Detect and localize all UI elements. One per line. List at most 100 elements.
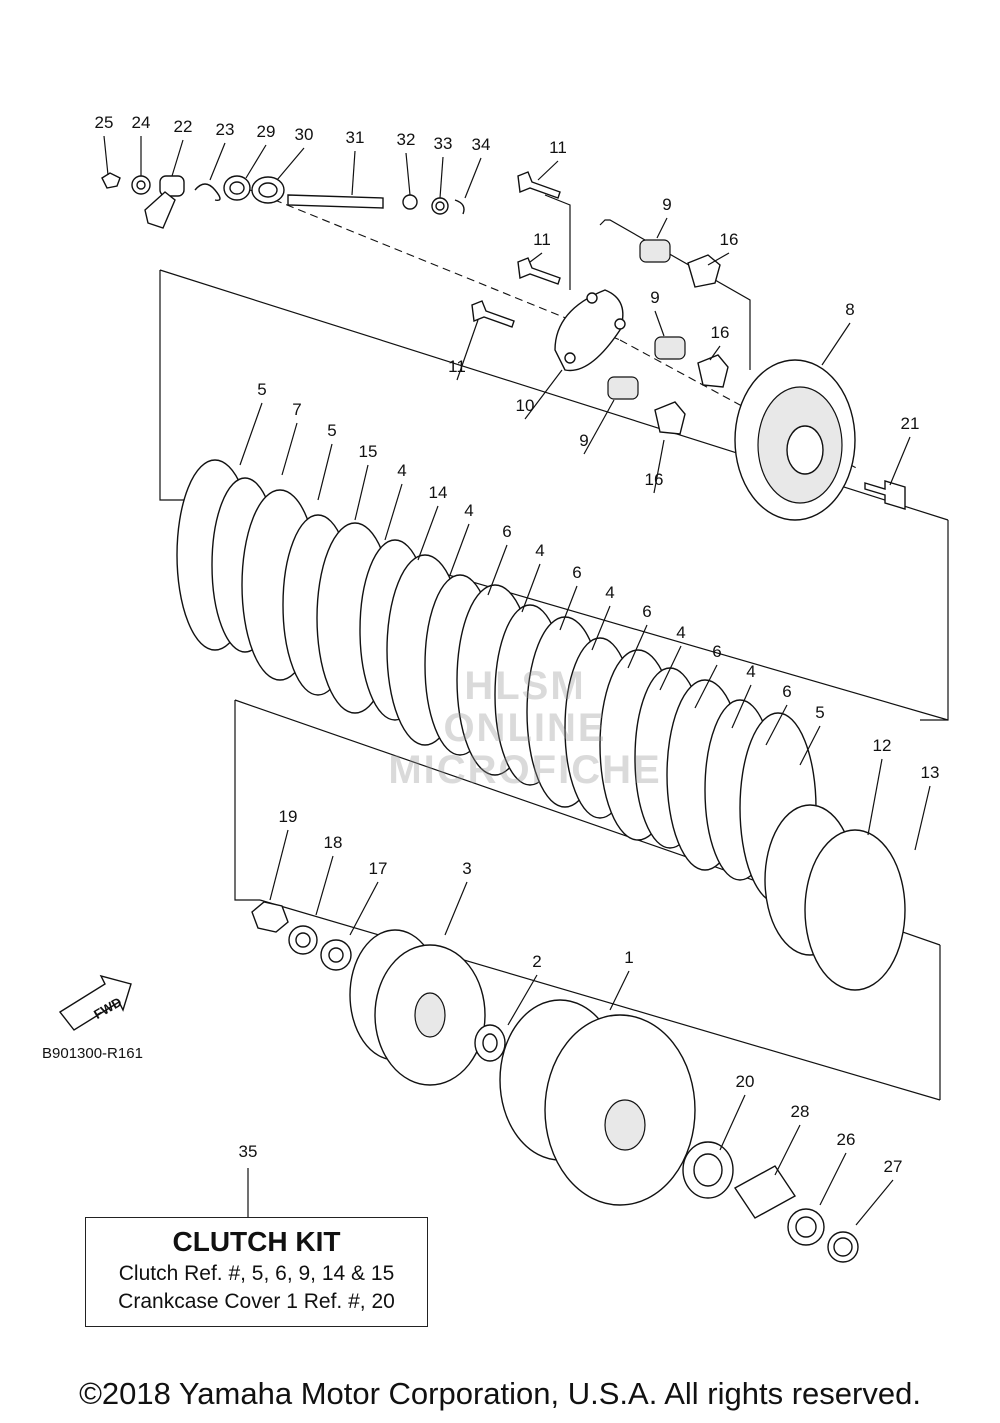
callout-leader-line xyxy=(889,436,911,486)
callout-16c: 16 xyxy=(645,439,665,494)
callout-9c: 9 xyxy=(579,399,615,455)
callout-number: 9 xyxy=(579,431,588,450)
callout-number: 6 xyxy=(572,563,581,582)
callout-number: 26 xyxy=(837,1130,856,1149)
callout-leader-line xyxy=(276,147,305,181)
callout-4c: 4 xyxy=(521,541,545,613)
callout-leader-line xyxy=(653,439,665,494)
callout-number: 7 xyxy=(292,400,301,419)
callout-5c: 5 xyxy=(799,703,825,766)
callout-number: 16 xyxy=(720,230,739,249)
callout-1: 1 xyxy=(609,948,634,1011)
callout-leader-line xyxy=(245,144,267,179)
callout-6c: 6 xyxy=(627,602,652,669)
callout-leader-line xyxy=(449,523,470,576)
callout-leader-line xyxy=(464,157,482,199)
callout-4b: 4 xyxy=(449,501,474,576)
callout-leader-line xyxy=(855,1179,894,1226)
callout-leader-line xyxy=(417,505,439,561)
callout-leader-line xyxy=(656,217,668,239)
callout-leader-line xyxy=(694,664,718,709)
callout-number: 9 xyxy=(662,195,671,214)
callout-number: 29 xyxy=(257,122,276,141)
callout-number: 16 xyxy=(711,323,730,342)
callout-number: 11 xyxy=(549,138,567,157)
callout-35: 35 xyxy=(239,1142,258,1161)
bolts xyxy=(471,171,561,328)
pressure-plate xyxy=(734,359,856,521)
watermark-line: HLSM xyxy=(464,664,586,708)
callout-leader-line xyxy=(719,1094,746,1151)
springs-and-holders xyxy=(607,239,729,435)
callout-number: 22 xyxy=(174,117,193,136)
callout-leader-line xyxy=(731,684,752,729)
callout-11c: 11 xyxy=(448,319,479,381)
callout-8: 8 xyxy=(821,300,855,366)
callout-number: 5 xyxy=(815,703,824,722)
callout-number: 33 xyxy=(434,134,453,153)
callout-number: 4 xyxy=(676,623,685,642)
callout-leader-line xyxy=(591,605,611,651)
callout-leader-line xyxy=(609,970,630,1011)
callout-number: 11 xyxy=(448,357,466,376)
callout-number: 6 xyxy=(712,642,721,661)
clutch-plate-stack xyxy=(176,459,906,991)
callout-6b: 6 xyxy=(559,563,582,631)
callout-24: 24 xyxy=(132,113,150,176)
callout-number: 4 xyxy=(746,662,755,681)
callout-23: 23 xyxy=(209,120,234,181)
callout-12: 12 xyxy=(867,736,891,836)
callout-6e: 6 xyxy=(765,682,792,746)
watermark: HLSM ONLINE MICROFICHE xyxy=(360,665,690,791)
callout-number: 10 xyxy=(516,396,535,415)
callout-number: 21 xyxy=(901,414,920,433)
callout-leader-line xyxy=(559,585,578,631)
release-shaft-parts xyxy=(101,172,465,229)
callout-number: 17 xyxy=(369,859,388,878)
callout-33: 33 xyxy=(434,134,453,199)
callout-6a: 6 xyxy=(487,522,512,596)
callout-9a: 9 xyxy=(656,195,672,239)
lower-hub-parts xyxy=(251,901,859,1263)
callout-number: 25 xyxy=(95,113,114,132)
callout-leader-line xyxy=(349,881,379,936)
callout-leader-line xyxy=(507,974,538,1026)
callout-leader-line xyxy=(351,150,356,196)
callout-29: 29 xyxy=(245,122,276,179)
callout-leader-line xyxy=(456,319,479,381)
kit-line-1: Clutch Ref. #, 5, 6, 9, 14 & 15 xyxy=(118,1262,395,1285)
callout-number: 30 xyxy=(295,125,314,144)
callout-number: 3 xyxy=(462,859,471,878)
callout-leader-line xyxy=(521,563,541,613)
callout-number: 1 xyxy=(624,948,633,967)
callout-11b: 11 xyxy=(529,230,551,263)
callout-3: 3 xyxy=(444,859,472,936)
callout-leader-line xyxy=(269,829,289,901)
callout-number: 8 xyxy=(845,300,854,319)
callout-26: 26 xyxy=(819,1130,856,1206)
kit-title: CLUTCH KIT xyxy=(172,1226,341,1257)
callout-leader-line xyxy=(239,402,263,466)
callout-number: 13 xyxy=(921,763,940,782)
callout-14: 14 xyxy=(417,483,447,561)
callout-number: 6 xyxy=(642,602,651,621)
callout-9b: 9 xyxy=(650,288,665,337)
callout-leader-line xyxy=(354,464,369,521)
callout-number: 32 xyxy=(397,130,416,149)
callout-leader-line xyxy=(819,1152,847,1206)
callout-28: 28 xyxy=(774,1102,809,1176)
callout-number: 4 xyxy=(535,541,544,560)
callout-number: 35 xyxy=(239,1142,258,1161)
diagram-code: B901300-R161 xyxy=(42,1045,143,1062)
callout-leader-line xyxy=(171,139,184,177)
callout-2: 2 xyxy=(507,952,542,1026)
callout-6d: 6 xyxy=(694,642,722,709)
callout-4e: 4 xyxy=(659,623,686,691)
callout-leader-line xyxy=(659,645,682,691)
callout-13: 13 xyxy=(914,763,940,851)
callout-leader-line xyxy=(654,310,665,337)
callout-leader-line xyxy=(103,135,109,176)
callout-number: 34 xyxy=(472,135,491,154)
callout-15: 15 xyxy=(354,442,377,521)
